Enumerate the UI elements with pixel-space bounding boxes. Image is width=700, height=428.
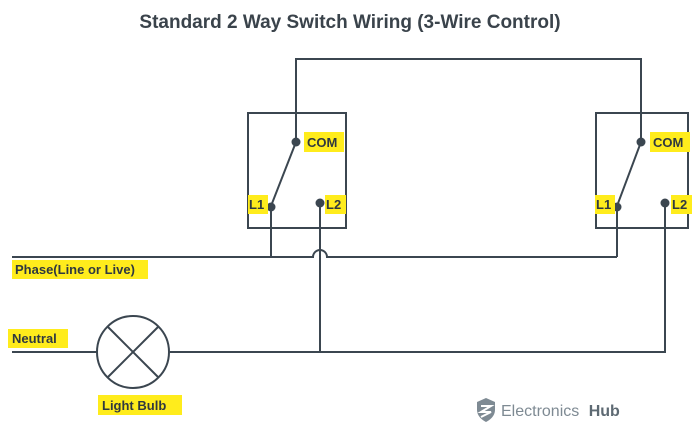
top-connector-wire [295, 58, 642, 141]
neutral-label: Neutral [12, 331, 57, 346]
left-com-label: COM [307, 135, 337, 150]
brand-name-regular: Electronics [501, 403, 579, 420]
right-switch-box [595, 112, 689, 229]
brand-logo: Electronics Hub [477, 398, 620, 422]
phase-label: Phase(Line or Live) [15, 262, 135, 277]
left-switch-lever [270, 141, 297, 207]
svg-text:Electronics Hub: Electronics Hub [501, 403, 620, 420]
right-l2-wire [170, 203, 666, 353]
right-com-terminal [636, 137, 646, 147]
light-bulb-icon [96, 315, 170, 389]
electronics-hub-logo-icon [477, 398, 495, 422]
brand-name-bold: Hub [589, 403, 620, 420]
phase-wire [12, 249, 617, 258]
left-l1-label: L1 [249, 197, 264, 212]
right-com-label: COM [653, 135, 683, 150]
right-l2-label: L2 [672, 197, 687, 212]
left-com-terminal [291, 137, 301, 147]
diagram-title: Standard 2 Way Switch Wiring (3-Wire Con… [139, 12, 560, 33]
light-bulb-label: Light Bulb [102, 398, 166, 413]
right-switch-lever [616, 141, 642, 207]
left-l2-label: L2 [326, 197, 341, 212]
right-l1-label: L1 [596, 197, 611, 212]
left-switch-box [247, 112, 347, 229]
